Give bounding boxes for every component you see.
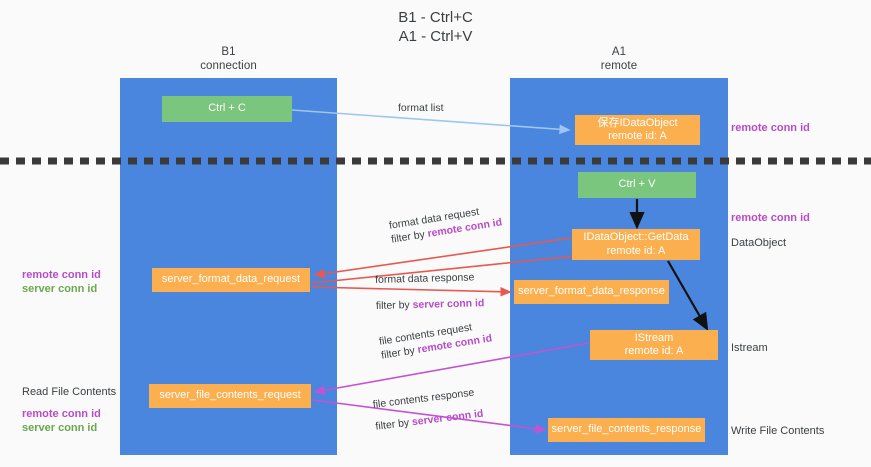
- side-label-right-mid: remote conn id: [731, 211, 810, 225]
- side-label-left-mid-server: server conn id: [22, 283, 98, 295]
- column-header-b1: B1 connection: [120, 46, 337, 73]
- side-label-left-bottom-remote: remote conn id: [22, 408, 101, 420]
- side-label-istream-text: Istream: [731, 342, 768, 354]
- title-line-2: A1 - Ctrl+V: [398, 28, 473, 45]
- filter-prefix: filter by: [375, 299, 413, 312]
- edge-label-format-data-response-line-1: format data response: [375, 271, 475, 286]
- side-label-dataobject-text: DataObject: [731, 237, 787, 249]
- edge-label-file-contents-request: file contents request filter by remote c…: [378, 317, 493, 362]
- node-server-file-contents-request-label: server_file_contents_request: [159, 389, 301, 402]
- node-server-file-contents-response-label: server_file_contents_response: [551, 423, 702, 436]
- node-ctrl-c[interactable]: Ctrl + C: [162, 96, 292, 122]
- side-label-left-mid: remote conn id server conn id: [22, 268, 101, 296]
- side-label-right-top: remote conn id: [731, 121, 810, 135]
- side-label-left-mid-remote: remote conn id: [22, 269, 101, 281]
- node-istream[interactable]: IStream remote id: A: [590, 330, 718, 360]
- side-label-read-file-contents: Read File Contents: [22, 386, 117, 398]
- node-server-format-data-response-label: server_format_data_response: [518, 285, 665, 298]
- side-label-istream: Istream: [731, 341, 768, 355]
- edge-label-file-contents-response: file contents response filter by server …: [372, 385, 484, 434]
- side-label-right-top-remote: remote conn id: [731, 122, 810, 134]
- node-save-idataobject[interactable]: 保存IDataObject remote id: A: [575, 115, 700, 145]
- edge-label-format-list-text: format list: [398, 102, 444, 114]
- edge-label-format-data-request: format data request filter by remote con…: [388, 201, 503, 246]
- node-idataobject-getdata[interactable]: IDataObject::GetData remote id: A: [572, 229, 700, 260]
- side-label-write-file-contents: Write File Contents: [731, 424, 824, 438]
- title-line-1: B1 - Ctrl+C: [398, 9, 473, 26]
- side-label-right-mid-remote: remote conn id: [731, 212, 810, 224]
- node-istream-line-2: remote id: A: [624, 345, 684, 357]
- node-save-idataobject-line-1: 保存IDataObject: [597, 116, 678, 129]
- filter-key-server-conn-id: server conn id: [411, 407, 485, 429]
- column-b1-name: B1: [221, 46, 236, 58]
- filter-key-server-conn-id: server conn id: [412, 297, 485, 312]
- column-header-a1: A1 remote: [510, 46, 728, 73]
- node-istream-line-1: IStream: [634, 331, 674, 344]
- column-b1-role: connection: [200, 59, 257, 72]
- node-server-file-contents-request[interactable]: server_file_contents_request: [149, 384, 311, 408]
- edge-label-format-list: format list: [398, 101, 444, 115]
- edge-label-format-data-response-line-2: filter by server conn id: [376, 296, 485, 313]
- edge-label-file-contents-response-line-2: filter by server conn id: [375, 407, 484, 434]
- node-server-format-data-response[interactable]: server_format_data_response: [514, 280, 669, 304]
- filter-prefix: filter by: [374, 416, 413, 433]
- node-idataobject-getdata-line-1: IDataObject::GetData: [583, 231, 689, 243]
- edge-label-format-data-response: format data response filter by server co…: [375, 270, 485, 313]
- node-idataobject-getdata-line-2: remote id: A: [606, 244, 666, 257]
- node-ctrl-v[interactable]: Ctrl + V: [578, 172, 696, 198]
- side-label-write-file-contents-text: Write File Contents: [731, 425, 825, 437]
- node-server-format-data-request-label: server_format_data_request: [161, 273, 301, 286]
- node-server-format-data-request[interactable]: server_format_data_request: [152, 268, 310, 292]
- node-save-idataobject-line-2: remote id: A: [608, 130, 667, 142]
- side-label-dataobject: DataObject: [731, 236, 786, 250]
- column-a1-role: remote: [600, 59, 638, 72]
- node-server-file-contents-response[interactable]: server_file_contents_response: [548, 418, 705, 442]
- side-label-left-bottom-server: server conn id: [22, 422, 98, 434]
- column-a1-name: A1: [611, 46, 627, 58]
- diagram-title: B1 - Ctrl+C A1 - Ctrl+V: [0, 8, 871, 46]
- side-label-left-bottom: Read File Contents remote conn id server…: [22, 385, 116, 435]
- node-ctrl-c-label: Ctrl + C: [208, 102, 246, 115]
- node-ctrl-v-label: Ctrl + V: [618, 178, 656, 191]
